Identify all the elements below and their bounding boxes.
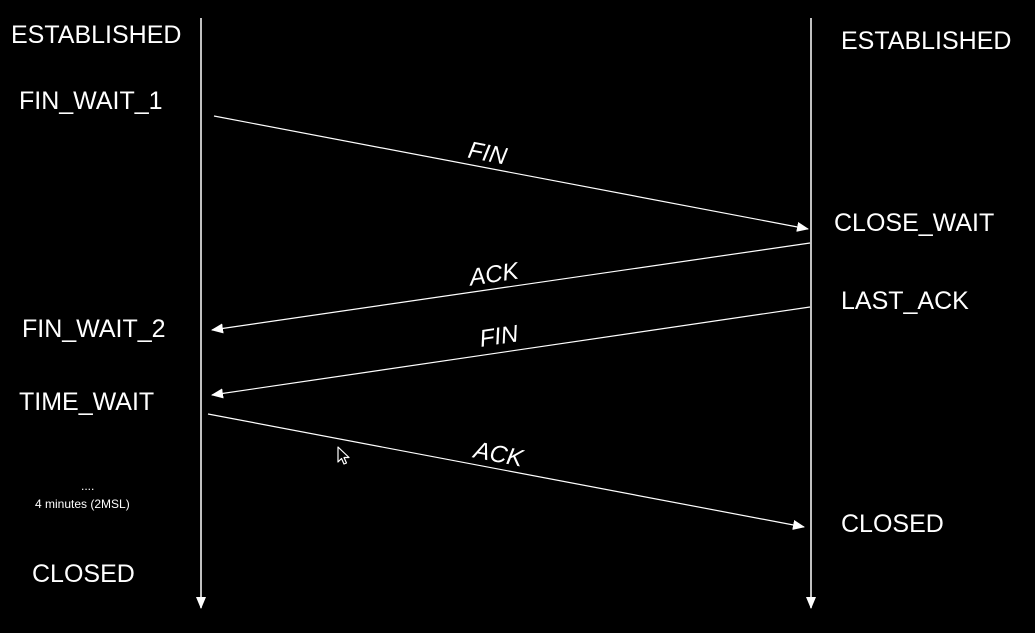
fin-arrow-server-to-client <box>211 306 811 399</box>
mouse-pointer-icon <box>337 446 350 465</box>
wait-dots: .... <box>81 479 95 493</box>
client-state-established: ESTABLISHED <box>11 21 182 49</box>
client-state-closed: CLOSED <box>32 560 135 588</box>
ack-arrow-client-to-server <box>207 413 805 530</box>
server-state-established: ESTABLISHED <box>841 27 1012 55</box>
server-state-last-ack: LAST_ACK <box>841 287 969 315</box>
client-state-fin-wait-2: FIN_WAIT_2 <box>22 315 166 343</box>
wait-duration-note: 4 minutes (2MSL) <box>35 497 130 511</box>
fin-arrow-client-to-server <box>213 115 809 232</box>
client-state-time-wait: TIME_WAIT <box>19 388 155 416</box>
client-state-fin-wait-1: FIN_WAIT_1 <box>19 87 163 115</box>
ack-label-2: ACK <box>470 436 526 472</box>
ack-arrow-server-to-client <box>211 242 811 334</box>
fin-label-2: FIN <box>478 320 521 352</box>
server-state-close-wait: CLOSE_WAIT <box>834 209 995 237</box>
server-state-closed: CLOSED <box>841 510 944 538</box>
